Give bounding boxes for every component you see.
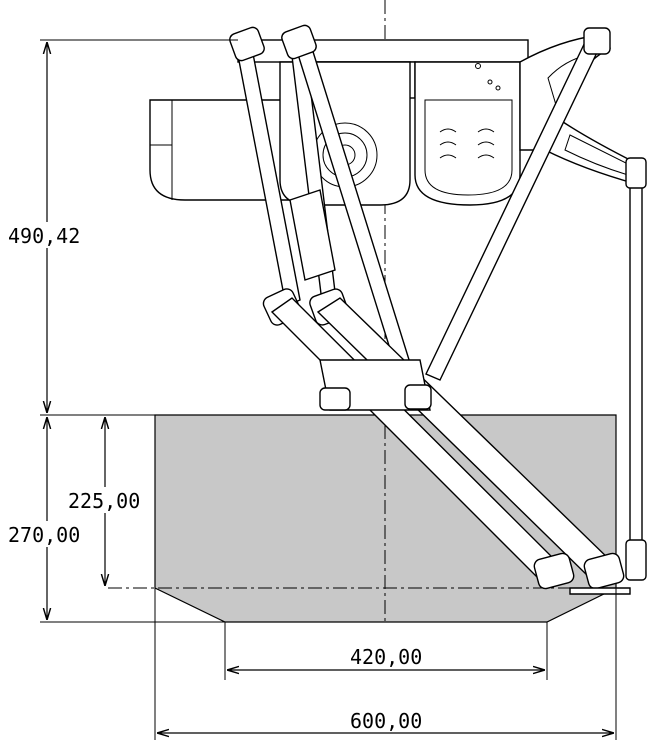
dim-top-width: 600,00	[350, 709, 422, 733]
dim-inner-height: 225,00	[68, 489, 140, 513]
extension-lines	[40, 39, 617, 740]
robot-arms	[229, 24, 647, 595]
vent-grille	[439, 128, 495, 159]
dim-total-height: 490,42	[8, 224, 80, 248]
robot-base	[149, 34, 641, 206]
dim-work-height: 270,00	[8, 523, 80, 547]
dim-bottom-width: 420,00	[350, 645, 422, 669]
